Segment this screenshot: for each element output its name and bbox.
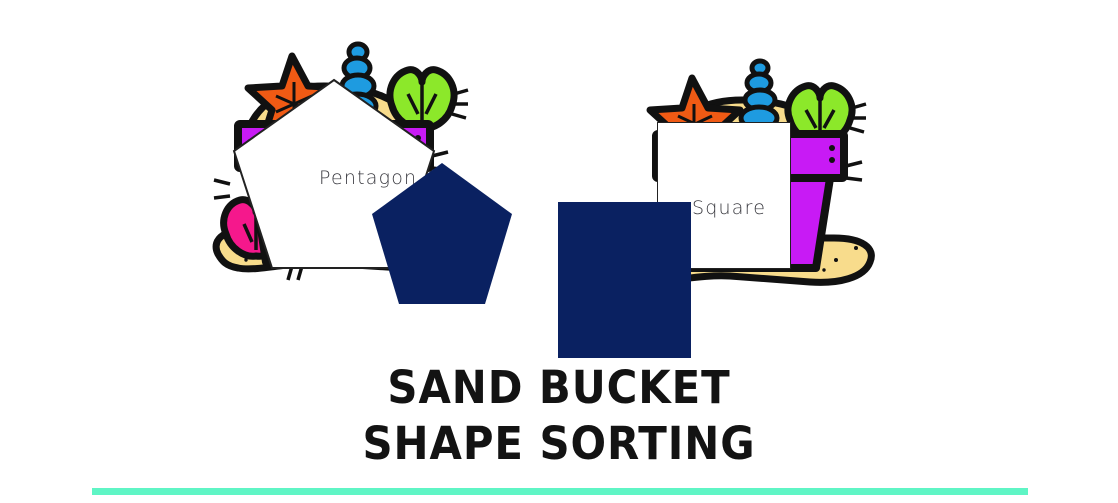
- bucket-shine-icon: [845, 160, 863, 182]
- shape-label-square: Square: [692, 197, 767, 219]
- page-title-line-2: SHAPE SORTING: [362, 416, 756, 470]
- draggable-pentagon-piece[interactable]: [372, 163, 512, 304]
- draggable-square-piece[interactable]: [558, 202, 691, 358]
- pentagon-shape-icon: [372, 163, 512, 304]
- bucket-shine-left-icon: [213, 178, 231, 200]
- bottom-accent-bar: [92, 488, 1028, 495]
- leaf-shell-green-icon: [386, 66, 469, 132]
- page-title: SAND BUCKET SHAPE SORTING: [39, 360, 1079, 472]
- shape-label-pentagon: Pentagon: [319, 167, 418, 189]
- page-title-line-1: SAND BUCKET: [387, 361, 731, 414]
